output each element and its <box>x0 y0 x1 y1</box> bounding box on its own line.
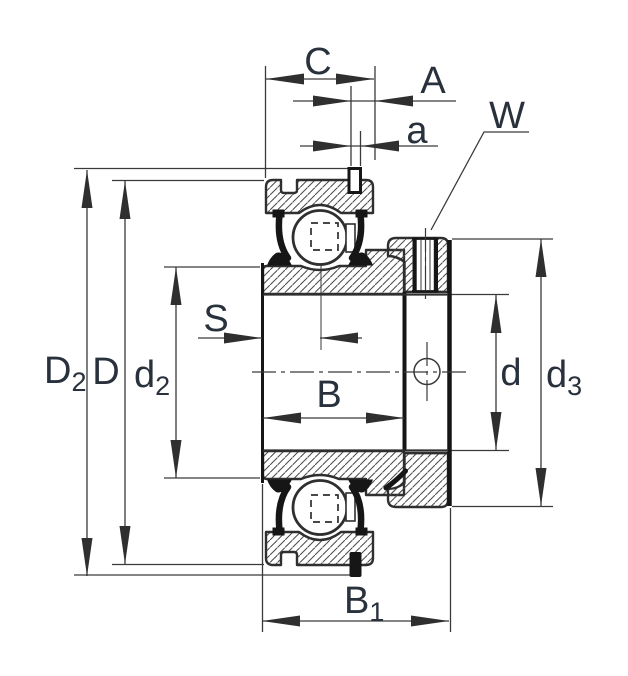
label-D2-sub: 2 <box>71 367 86 397</box>
arrow-A-right <box>375 95 413 107</box>
label-d2-sub: 2 <box>155 371 170 401</box>
label-d3: d3 <box>546 354 582 401</box>
locking-collar-bottom-section <box>386 452 450 509</box>
label-B1: B1 <box>344 580 384 627</box>
arrow-D2-top <box>81 170 93 208</box>
arrow-B1-left <box>262 615 300 627</box>
arrow-d-top <box>490 295 502 333</box>
section-parts <box>261 178 450 567</box>
leader-line-W <box>430 131 529 231</box>
label-d3-base: d <box>546 354 567 396</box>
arrow-S-right <box>320 332 358 344</box>
arrow-B-left <box>263 412 301 424</box>
arrow-A-left <box>313 95 351 107</box>
arrow-C-right <box>336 73 374 85</box>
arrow-a-left <box>313 140 351 152</box>
label-D2: D2 <box>44 350 86 397</box>
label-B: B <box>316 374 341 416</box>
label-d: d <box>500 352 521 394</box>
pins <box>347 167 362 577</box>
cage-pocket-top <box>310 222 339 251</box>
seal-top-left <box>267 210 292 266</box>
arrow-d2-top <box>170 267 182 305</box>
ball-top <box>291 209 349 266</box>
arrow-B1-right <box>411 615 449 627</box>
anti-rotation-pin-top <box>347 167 362 194</box>
seal-bottom-left <box>267 480 292 536</box>
cage-bar-top <box>345 223 356 253</box>
arrow-D2-bottom <box>81 538 93 576</box>
arrow-a-right <box>361 140 399 152</box>
label-a: a <box>406 110 428 152</box>
cage-pocket-bottom <box>310 494 339 523</box>
dimension-labels: C A a W S B D d B1 D2 d2 d3 <box>44 41 582 627</box>
label-C: C <box>304 41 331 83</box>
set-screw-wall-left <box>412 238 417 292</box>
anti-rotation-pin-bottom <box>349 552 362 577</box>
label-D: D <box>92 351 119 393</box>
arrow-D-top <box>119 181 131 219</box>
label-D2-base: D <box>44 350 71 392</box>
ball-bottom <box>291 479 349 536</box>
arrow-d3-top <box>535 239 547 277</box>
arrow-D-bottom <box>119 526 131 564</box>
eccentric-gap-edge <box>383 468 408 491</box>
arrow-d3-bottom <box>535 468 547 506</box>
arrowheads <box>81 73 547 627</box>
label-S: S <box>203 298 228 340</box>
arrow-S-left <box>224 332 262 344</box>
extension-lines <box>74 66 553 632</box>
set-screw-wall-right <box>433 238 438 292</box>
set-screw <box>412 228 441 401</box>
outer-ring-top-section <box>264 178 375 215</box>
arrow-d2-bottom <box>170 440 182 478</box>
arrow-C-left <box>266 73 304 85</box>
arrow-d-bottom <box>490 412 502 450</box>
outer-ring-bottom-section <box>264 530 375 567</box>
label-d3-sub: 3 <box>567 371 582 401</box>
rolling-elements <box>291 209 356 536</box>
arrow-B-right <box>366 412 404 424</box>
label-B1-base: B <box>344 580 369 622</box>
label-d2: d2 <box>134 354 170 401</box>
label-W: W <box>489 95 525 137</box>
label-d2-base: d <box>134 354 155 396</box>
label-A: A <box>420 60 446 102</box>
cage-bar-bottom <box>345 492 356 522</box>
label-B1-sub: 1 <box>369 597 384 627</box>
